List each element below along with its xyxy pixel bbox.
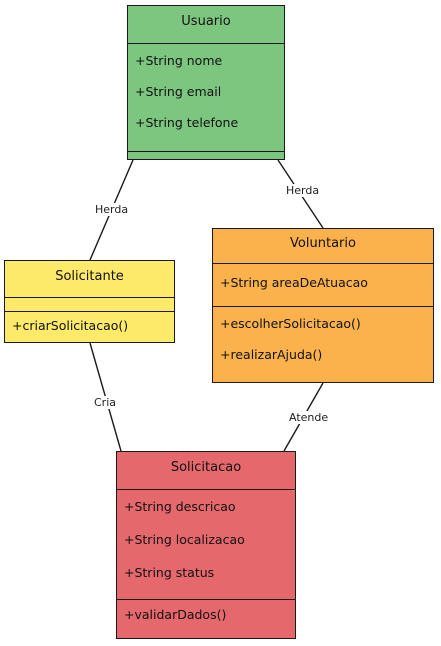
attribute-solicitacao-status: +String status <box>124 565 215 580</box>
class-box-solicitacao[interactable]: Solicitacao +String descricao +String lo… <box>116 451 296 639</box>
class-name-solicitante: Solicitante <box>5 261 174 298</box>
relation-label-voluntario-solicitacao: Atende <box>287 411 331 424</box>
attribute-solicitacao-localizacao: +String localizacao <box>124 532 245 547</box>
attributes-section-usuario: +String nome +String email +String telef… <box>128 44 284 152</box>
attribute-usuario-telefone: +String telefone <box>135 115 239 130</box>
class-box-solicitante[interactable]: Solicitante +criarSolicitacao() <box>4 260 175 343</box>
attribute-voluntario-area-de-atuacao: +String areaDeAtuacao <box>220 275 368 290</box>
attribute-solicitacao-descricao: +String descricao <box>124 499 236 514</box>
attribute-usuario-email: +String email <box>135 84 222 99</box>
attributes-section-voluntario: +String areaDeAtuacao <box>213 264 433 307</box>
method-voluntario-escolher-solicitacao: +escolherSolicitacao() <box>220 316 361 331</box>
relation-label-voluntario-usuario: Herda <box>284 184 322 197</box>
relation-label-solicitante-solicitacao: Cria <box>92 396 118 409</box>
class-name-usuario: Usuario <box>128 6 284 44</box>
attributes-section-solicitacao: +String descricao +String localizacao +S… <box>117 490 295 600</box>
methods-section-voluntario: +escolherSolicitacao() +realizarAjuda() <box>213 307 433 362</box>
methods-section-solicitante: +criarSolicitacao() <box>5 312 174 333</box>
class-name-solicitacao: Solicitacao <box>117 452 295 490</box>
method-solicitante-criar-solicitacao: +criarSolicitacao() <box>12 318 129 333</box>
relation-label-solicitante-usuario: Herda <box>93 203 131 216</box>
class-box-usuario[interactable]: Usuario +String nome +String email +Stri… <box>127 5 285 160</box>
method-voluntario-realizar-ajuda: +realizarAjuda() <box>220 347 323 362</box>
attributes-section-solicitante <box>5 298 174 312</box>
methods-section-solicitacao: +validarDados() <box>117 600 295 622</box>
attribute-usuario-nome: +String nome <box>135 53 223 68</box>
method-solicitacao-validar-dados: +validarDados() <box>124 607 227 622</box>
class-name-voluntario: Voluntario <box>213 229 433 264</box>
class-box-voluntario[interactable]: Voluntario +String areaDeAtuacao +escolh… <box>212 228 434 383</box>
